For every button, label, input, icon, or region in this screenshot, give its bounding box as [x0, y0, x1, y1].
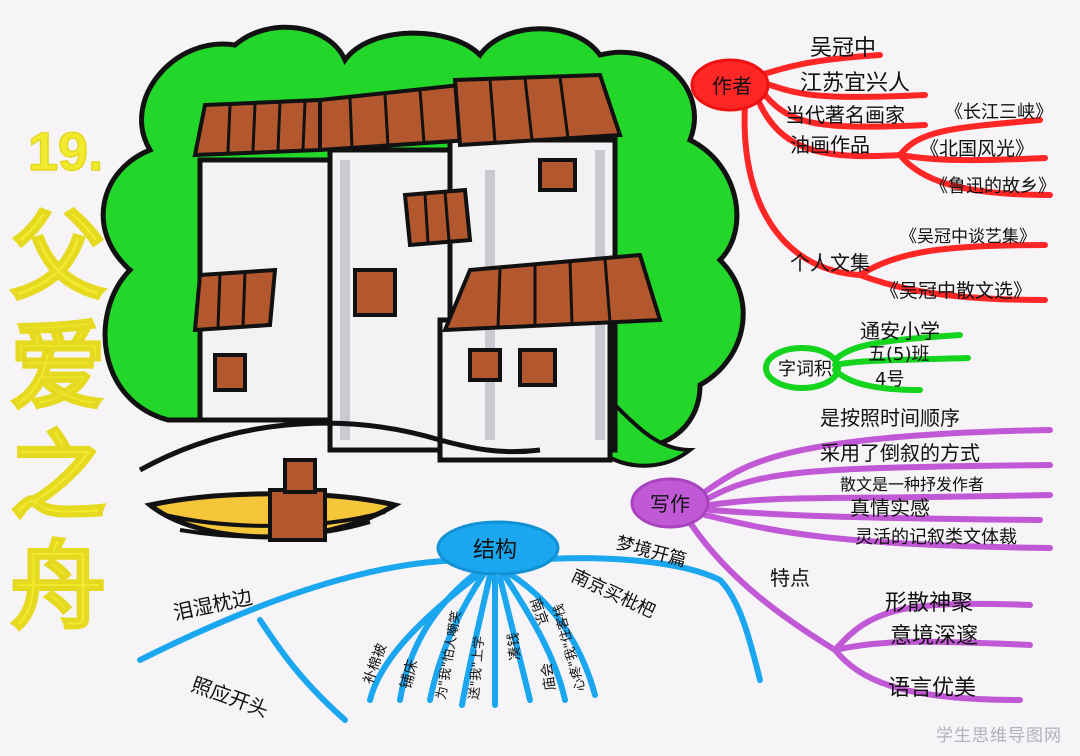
words-branch: 字词积 通安小学 五(5)班 4号: [763, 319, 971, 393]
writing-feature-label: 特点: [770, 566, 810, 590]
author-painting-3: 《鲁迅的故乡》: [930, 176, 1056, 197]
structure-event-3: 为"我"怕人嘲笑: [433, 609, 464, 700]
title-char-1: 父: [10, 201, 106, 313]
title-char-3: 之: [10, 421, 106, 533]
author-painting-2: 《北国风光》: [920, 138, 1034, 160]
writing-item-3: 散文是一种抒发作者: [840, 475, 984, 494]
writing-node: [630, 477, 710, 529]
author-collection-2: 《吴冠中散文选》: [880, 280, 1032, 302]
writing-item-2: 采用了倒叙的方式: [820, 441, 980, 465]
words-item-2: 五(5)班: [868, 344, 930, 365]
author-item-4: 油画作品: [790, 133, 870, 157]
watermark-text: 学生思维导图网: [936, 726, 1062, 746]
boat: [144, 458, 402, 542]
author-node: [690, 58, 770, 112]
structure-node-label: 结构: [473, 538, 517, 563]
author-branch: 作者 吴冠中 江苏宜兴人 当代著名画家 油画作品 《长江三峡》 《北国风光》 《…: [690, 36, 1056, 303]
title-char-2: 爱: [10, 311, 106, 423]
writing-item-1: 是按照时间顺序: [820, 406, 960, 430]
writing-branch: 写作 是按照时间顺序 采用了倒叙的方式 散文是一种抒发作者 真情实感 灵活的记叙…: [630, 406, 1053, 703]
words-item-1: 通安小学: [860, 319, 940, 343]
title-block: 19. 父 爱 之 舟: [9, 121, 107, 644]
writing-item-4: 真情实感: [850, 496, 930, 520]
roof-tiles: [216, 76, 612, 329]
tree-trunk: [602, 395, 696, 468]
writing-node-label: 写作: [650, 492, 690, 516]
structure-event-4: 送"我"上学: [466, 635, 488, 700]
author-item-2: 江苏宜兴人: [800, 71, 910, 96]
structure-echo: 照应开头: [188, 672, 271, 722]
title-number: 19.: [28, 122, 103, 182]
author-item-1: 吴冠中: [810, 36, 876, 61]
structure-event-7: 庙会: [539, 662, 559, 692]
structure-top-right: 南京买枇杷: [568, 565, 658, 622]
writing-feature-1: 形散神聚: [885, 591, 973, 616]
house-windows: [213, 158, 577, 392]
tree-house-illustration: [100, 24, 746, 542]
structure-event-2: 铺床: [396, 657, 421, 691]
writing-feature-2: 意境深邃: [890, 624, 978, 649]
author-collection-1: 《吴冠中谈艺集》: [900, 227, 1036, 247]
structure-start: 梦境开篇: [614, 533, 689, 572]
author-node-label: 作者: [712, 74, 752, 98]
structure-node: [436, 520, 560, 576]
structure-end-left: 泪湿枕边: [171, 585, 254, 625]
author-item-3: 当代著名画家: [785, 103, 905, 127]
author-collection-label: 个人文集: [790, 251, 870, 275]
title-char-4: 舟: [10, 531, 106, 643]
words-node: [763, 345, 841, 391]
structure-branch: 结构 梦境开篇 泪湿枕边 照应开头 南京买枇杷 补棉被 铺床 为"我"怕人嘲笑 …: [137, 520, 763, 723]
structure-event-5: 凑钱: [505, 632, 524, 661]
writing-feature-3: 语言优美: [888, 676, 976, 701]
hill-line: [138, 420, 541, 473]
author-painting-1: 《长江三峡》: [945, 102, 1053, 123]
writing-item-5: 灵活的记叙类文体裁: [855, 527, 1017, 548]
words-item-3: 4号: [875, 369, 904, 390]
words-node-label: 字词积: [778, 359, 832, 380]
